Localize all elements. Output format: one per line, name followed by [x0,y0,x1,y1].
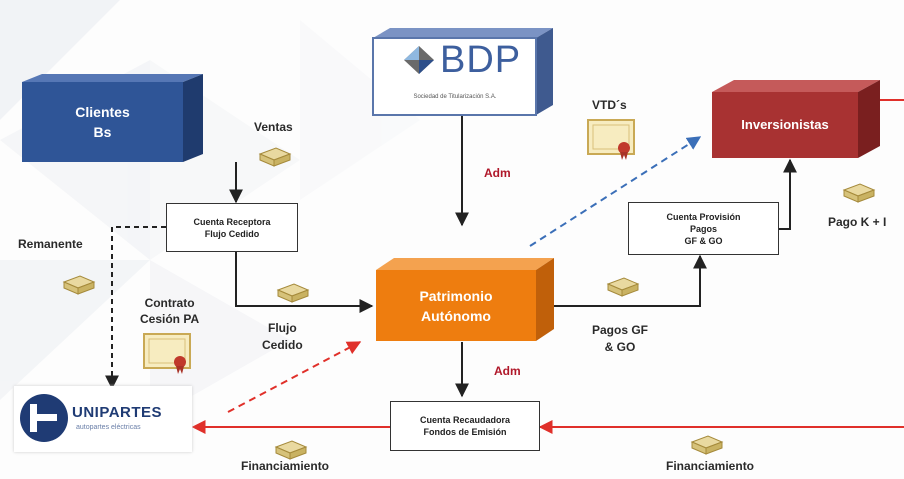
arrow-receptora-to-patrimonio [235,252,374,313]
cuenta-recaudadora-line1: Cuenta Recaudadora [419,415,511,425]
money-stack-icon [606,277,640,297]
dashed-red-arrow-contrato [227,341,362,413]
arrow-provision-to-inversionistas [779,158,797,230]
bdp-logo-text: BDP [440,38,522,81]
patrimonio-label-line1: Patrimonio [419,287,493,304]
financiamiento-right-label: Financiamiento [666,459,755,473]
clientes-node: Clientes Bs [22,82,183,162]
bdp-cube [372,28,553,116]
contrato-label: Contrato Cesión PA [140,295,199,327]
cuenta-provision-line2: Pagos [689,223,717,234]
inversionistas-node: Inversionistas [712,92,858,158]
financiamiento-left-label: Financiamiento [241,459,330,473]
cuenta-receptora-line1: Cuenta Receptora [193,216,271,227]
remanente-label: Remanente [18,237,83,251]
money-stack-icon [274,440,308,460]
vtds-label: VTD´s [592,98,627,112]
certificate-icon [143,333,191,374]
money-stack-icon [258,147,292,167]
clientes-cube [22,74,203,162]
pagos-gf-label: Pagos GF & GO [592,322,648,356]
pagos-label-line1: Pagos GF [592,323,649,337]
dashed-arrow-remanente [105,226,166,390]
bdp-subtitle: Sociedad de Titularización S.A. [413,94,497,100]
pago-label: Pago K + I [828,215,887,229]
adm-label-top: Adm [484,166,511,180]
cuenta-recaudadora-box: Cuenta Recaudadora Fondos de Emisión [390,401,540,451]
arrow-patrimonio-to-provision [551,254,707,307]
cuenta-provision-line1: Cuenta Provisión [666,211,741,222]
cuenta-receptora-box: Cuenta Receptora Flujo Cedido [166,203,298,252]
cuenta-receptora-line2: Flujo Cedido [204,228,260,239]
inversionistas-cube [712,80,880,158]
clientes-label: Clientes [75,104,130,120]
flujo-label-line2: Cedido [262,338,303,352]
patrimonio-node: Patrimonio Autónomo [376,270,536,341]
patrimonio-cube [376,258,554,341]
dashed-blue-arrow-vtds [529,136,702,247]
adm-label-bottom: Adm [494,364,521,378]
money-stack-icon [62,275,96,295]
bdp-logo: BDP [440,38,535,81]
money-stack-icon [690,435,724,455]
ventas-label: Ventas [254,120,293,134]
contrato-label-line1: Contrato [144,296,195,310]
pagos-label-line2: & GO [604,340,636,354]
cuenta-provision-box: Cuenta Provisión Pagos GF & GO [628,202,779,255]
inversionistas-label: Inversionistas [741,117,829,132]
bdp-logo-diamond-icon [404,46,434,74]
certificate-icon [587,119,635,160]
clientes-currency: Bs [93,124,112,140]
money-stack-icon [842,183,876,203]
flujo-cedido-label: Flujo Cedido [262,320,303,354]
cuenta-provision-line3: GF & GO [684,235,723,246]
uniprtes-tagline: autopartes eléctricas [76,424,141,431]
contrato-label-line2: Cesión PA [140,312,200,326]
flujo-label-line1: Flujo [268,321,297,335]
money-stack-icon [276,283,310,303]
uniprtes-name: UNIPARTES [72,404,163,421]
patrimonio-label-line2: Autónomo [421,307,491,324]
cuenta-recaudadora-line2: Fondos de Emisión [423,427,507,437]
